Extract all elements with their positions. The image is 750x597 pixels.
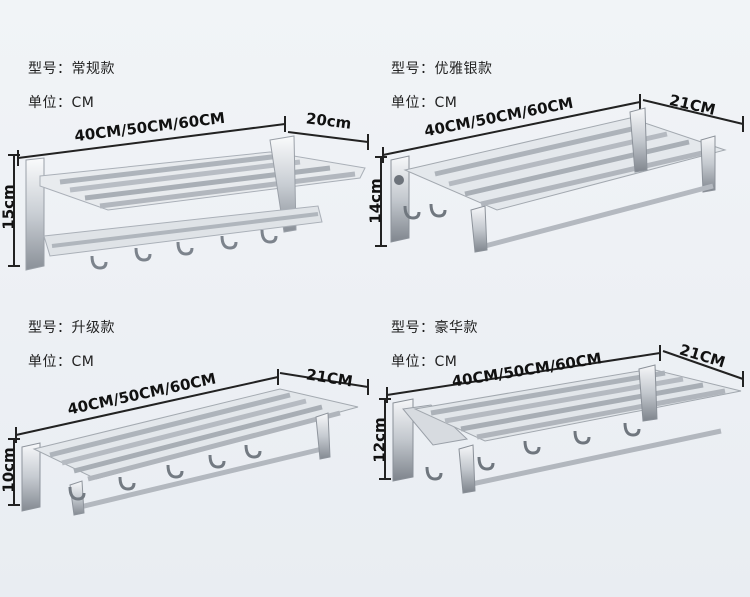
unit-value: CM [434, 95, 458, 111]
model-line: 型号：升级款 [28, 317, 115, 337]
unit-line: 单位：CM [391, 351, 457, 371]
unit-value: CM [71, 354, 95, 370]
towel-rack-illustration [379, 345, 744, 494]
model-label: 型号： [391, 320, 435, 336]
product-panel-deluxe: 型号：豪华款 单位：CM [371, 299, 750, 597]
length-dimension-line [17, 123, 286, 159]
model-line: 型号：常规款 [28, 58, 115, 78]
unit-value: CM [71, 95, 95, 111]
model-label: 型号： [28, 61, 72, 77]
depth-dimension-line [287, 131, 369, 143]
product-panel-upgraded: 型号：升级款 单位：CM 4 [0, 299, 375, 597]
model-name: 升级款 [71, 320, 115, 336]
unit-line: 单位：CM [391, 92, 457, 112]
towel-rack-illustration [8, 369, 369, 516]
height-dimension-label: 10cm [0, 447, 18, 493]
height-dimension-label: 15cm [0, 184, 18, 230]
model-name: 优雅银款 [434, 61, 493, 77]
towel-rack-illustration [8, 116, 369, 271]
product-panel-standard: 型号：常规款 单位：CM [0, 0, 375, 298]
model-label: 型号： [391, 61, 435, 77]
unit-line: 单位：CM [28, 351, 94, 371]
unit-label: 单位： [391, 354, 435, 370]
unit-label: 单位： [391, 95, 435, 111]
model-label: 型号： [28, 320, 72, 336]
model-name: 常规款 [71, 61, 115, 77]
model-line: 型号：豪华款 [391, 317, 478, 337]
height-dimension-label: 12cm [370, 417, 389, 463]
model-line: 型号：优雅银款 [391, 58, 493, 78]
unit-line: 单位：CM [28, 92, 94, 112]
product-panel-elegant-silver: 型号：优雅银款 单位：CM [367, 0, 750, 298]
unit-label: 单位： [28, 95, 72, 111]
towel-rack-illustration [375, 94, 744, 253]
unit-value: CM [434, 354, 458, 370]
height-dimension-label: 14cm [366, 178, 385, 224]
unit-label: 单位： [28, 354, 72, 370]
model-name: 豪华款 [434, 320, 478, 336]
